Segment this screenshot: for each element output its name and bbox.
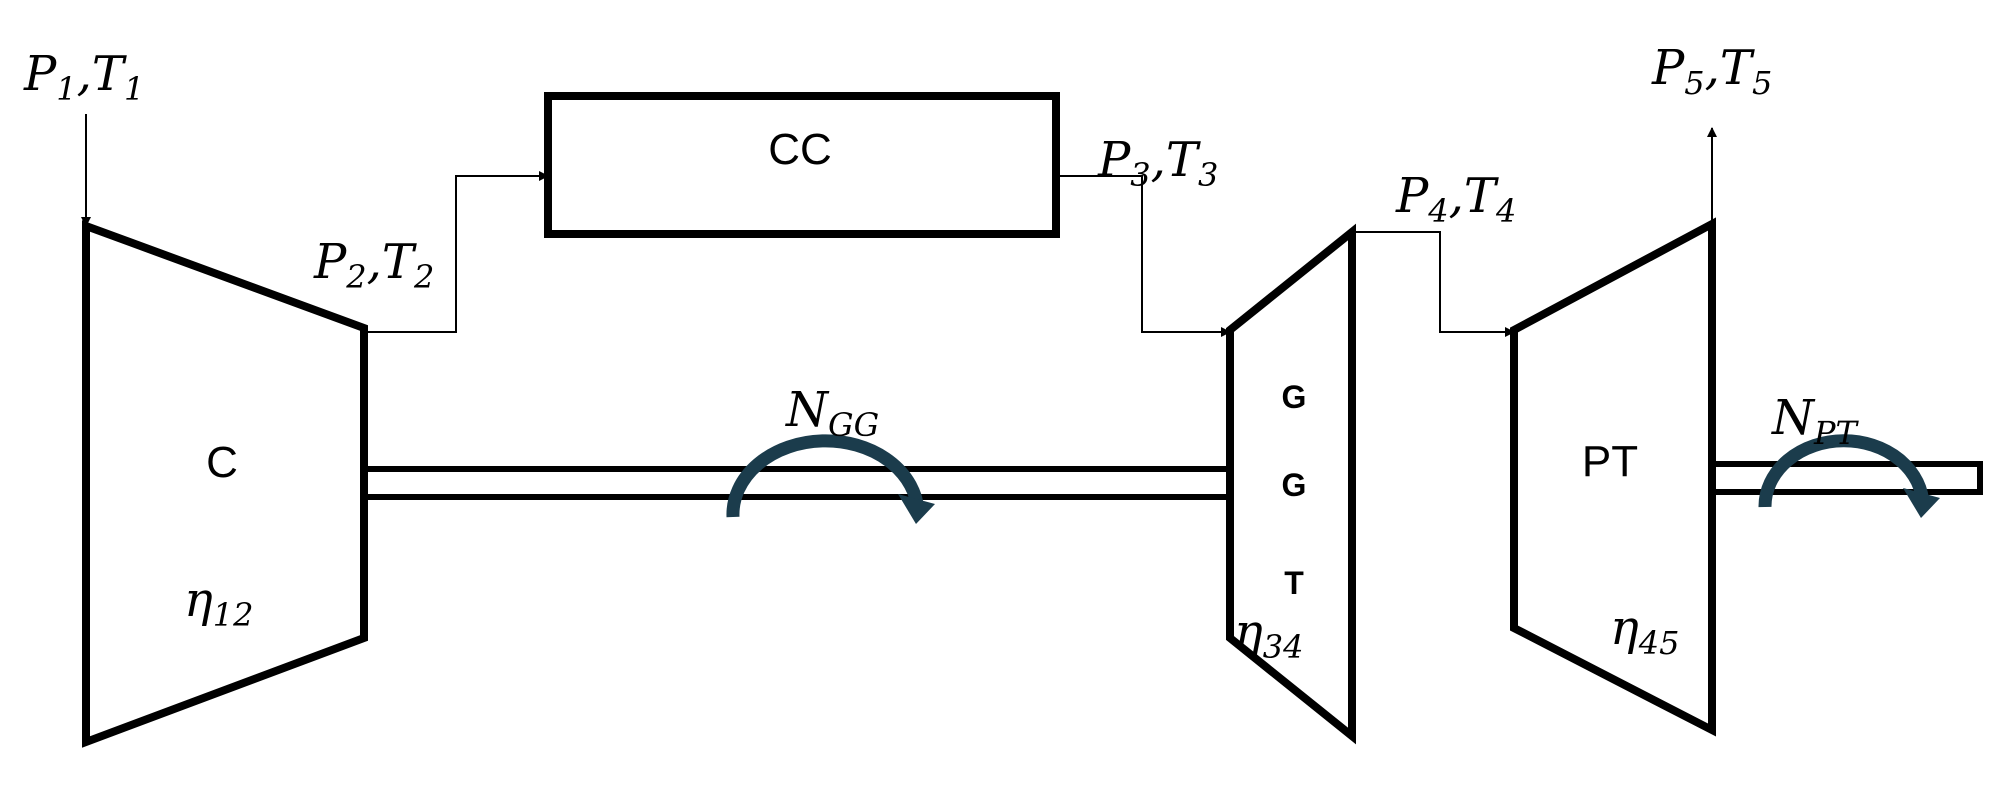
gas-generator-turbine-shape	[1226, 223, 1356, 745]
combustion-chamber-label: CC	[768, 125, 832, 174]
state-5-label: P5,T5	[1651, 40, 1772, 102]
power-turbine-rotation-arrowhead	[1903, 488, 1940, 518]
state-1-label: P1,T1	[23, 46, 144, 108]
gas-generator-rotation-arc	[726, 434, 925, 518]
state-2-label: P2,T2	[313, 234, 434, 296]
power-turbine-rotation-arc	[1758, 434, 1930, 508]
state-3-label: P3,T3	[1097, 132, 1218, 194]
ggt-efficiency: η34	[1234, 604, 1303, 666]
state-4-label: P4,T4	[1395, 168, 1516, 230]
power-turbine-shaft	[1709, 461, 1983, 495]
gas-generator-rotation-arrowhead	[898, 494, 935, 524]
flow-compressor-to-combustor	[364, 171, 549, 333]
power-turbine-efficiency: η45	[1610, 600, 1679, 662]
ggt-letter-g2: G	[1282, 467, 1307, 503]
compressor-shape	[82, 220, 368, 748]
combustion-chamber-box	[544, 92, 1060, 238]
power-turbine-label: PT	[1582, 437, 1638, 486]
power-turbine-shape	[1510, 217, 1716, 737]
gas-generator-shaft	[361, 466, 1233, 500]
power-turbine-speed-label: NPT	[1771, 390, 1860, 452]
compressor-efficiency: η12	[184, 572, 253, 634]
ggt-letter-g1: G	[1282, 379, 1307, 415]
ggt-letter-t: T	[1284, 565, 1304, 601]
gas-generator-speed-label: NGG	[785, 382, 879, 444]
compressor-label: C	[206, 438, 238, 487]
flow-ggt-to-power-turbine	[1352, 231, 1515, 337]
flow-combustor-to-ggt	[1056, 175, 1231, 337]
